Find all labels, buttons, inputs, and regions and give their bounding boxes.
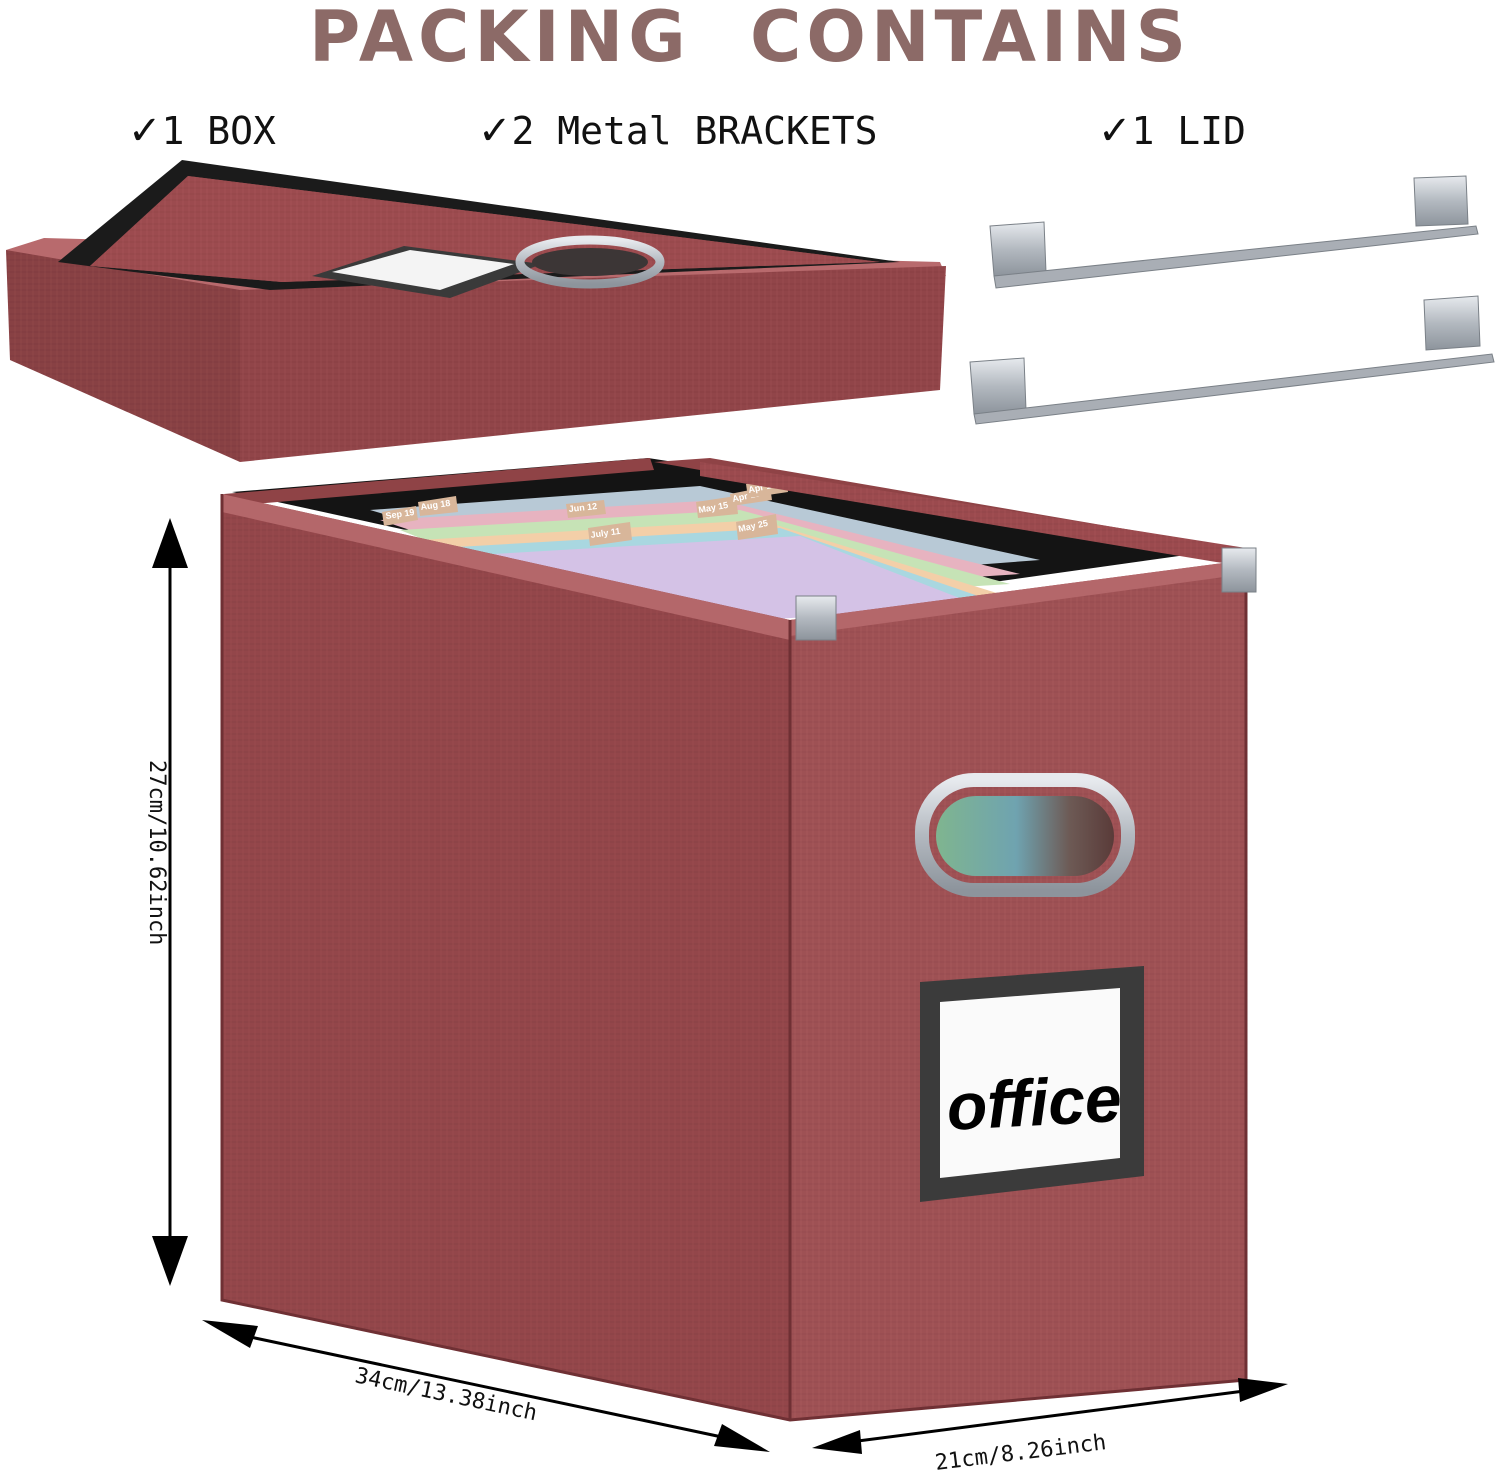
- folder-tab-label: Aug 18: [420, 498, 451, 512]
- folder-tab-label: July 11: [590, 526, 621, 540]
- contents-label: 1 LID: [1131, 109, 1246, 153]
- metal-bracket: [989, 175, 1479, 289]
- lid: [6, 160, 946, 462]
- width-dimension-label: 21cm/8.26inch: [934, 1430, 1108, 1476]
- box-handle: [915, 773, 1135, 897]
- box-label-text: office: [945, 1061, 1123, 1144]
- check-icon: ✓: [1098, 108, 1132, 154]
- contents-item-lid: ✓1 LID: [1098, 108, 1246, 154]
- metal-bracket: [969, 295, 1495, 425]
- folder-tabs: Sep 19 Aug 18 Jun 12 July 11 May 15 Apr …: [382, 476, 788, 546]
- folder-tab-label: Sep 19: [385, 507, 415, 521]
- contents-label: 2 Metal BRACKETS: [511, 109, 878, 153]
- check-icon: ✓: [128, 108, 162, 154]
- file-box: Sep 19 Aug 18 Jun 12 July 11 May 15 Apr …: [220, 458, 1257, 1422]
- contents-label: 1 BOX: [161, 109, 276, 153]
- height-dimension: 27cm/10.62inch: [144, 518, 188, 1286]
- contents-item-box: ✓1 BOX: [128, 108, 276, 154]
- length-dimension-label: 34cm/13.38inch: [353, 1363, 540, 1426]
- contents-item-brackets: ✓2 Metal BRACKETS: [478, 108, 878, 154]
- check-icon: ✓: [478, 108, 512, 154]
- label-holder: office: [920, 966, 1144, 1202]
- page-title: PACKING CONTAINS: [308, 0, 1192, 78]
- height-dimension-label: 27cm/10.62inch: [144, 760, 169, 945]
- folder-tab-label: Jun 12: [568, 501, 597, 514]
